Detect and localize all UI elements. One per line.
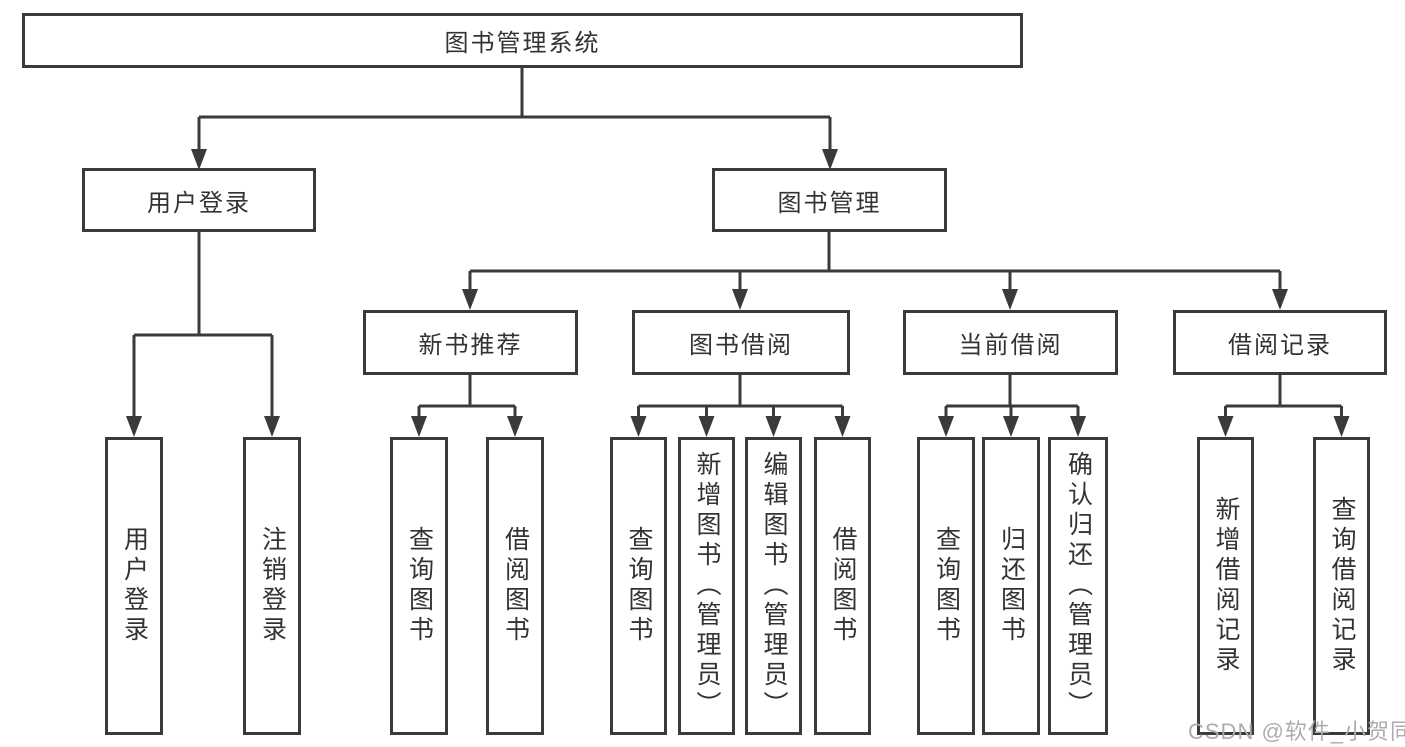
leaf-label: 用户登录 <box>120 526 149 646</box>
leaf-label: 查询图书 <box>932 526 961 646</box>
leaf-label: 新增借阅记录 <box>1212 496 1240 676</box>
leaf-node-user-login: 用户登录 <box>105 437 163 735</box>
branch-book-management-label: 图书管理 <box>777 189 882 217</box>
module-label: 借阅记录 <box>1228 332 1332 359</box>
leaf-label: 编辑图书（管理员） <box>760 451 788 721</box>
leaf-node-edit-books-admin: 编辑图书（管理员） <box>745 437 802 735</box>
csdn-watermark: CSDN @软件_小贺同学 <box>1188 719 1405 744</box>
root-node: 图书管理系统 <box>22 13 1023 68</box>
leaf-node-return-books: 归还图书 <box>982 437 1040 735</box>
leaf-node-logout: 注销登录 <box>243 437 301 735</box>
leaf-label: 归还图书 <box>997 526 1026 646</box>
leaf-label: 借阅图书 <box>501 526 530 646</box>
branch-user-login-label: 用户登录 <box>147 189 251 217</box>
leaf-node-query-books-1: 查询图书 <box>390 437 448 735</box>
leaf-node-borrow-books-2: 借阅图书 <box>814 437 871 735</box>
leaf-label: 借阅图书 <box>829 526 857 646</box>
branch-node-user-login: 用户登录 <box>82 168 316 232</box>
module-label: 图书借阅 <box>689 332 793 359</box>
leaf-node-add-borrow-record: 新增借阅记录 <box>1197 437 1254 735</box>
leaf-label: 查询图书 <box>625 526 653 646</box>
leaf-label: 新增图书（管理员） <box>693 451 721 721</box>
leaf-node-query-books-3: 查询图书 <box>917 437 975 735</box>
module-node-book-borrow: 图书借阅 <box>632 310 850 375</box>
module-label: 当前借阅 <box>958 332 1063 359</box>
leaf-node-add-books-admin: 新增图书（管理员） <box>678 437 735 735</box>
leaf-node-borrow-books-1: 借阅图书 <box>486 437 544 735</box>
module-label: 新书推荐 <box>418 332 523 359</box>
module-node-new-book-recommend: 新书推荐 <box>363 310 578 375</box>
leaf-node-confirm-return-admin: 确认归还（管理员） <box>1048 437 1108 735</box>
leaf-label: 注销登录 <box>258 526 287 646</box>
leaf-label: 确认归还（管理员） <box>1064 451 1093 721</box>
module-node-current-borrow: 当前借阅 <box>903 310 1118 375</box>
leaf-label: 查询图书 <box>405 526 434 646</box>
branch-node-book-management: 图书管理 <box>712 168 947 232</box>
module-node-borrow-record: 借阅记录 <box>1173 310 1387 375</box>
leaf-node-query-borrow-record: 查询借阅记录 <box>1313 437 1370 735</box>
root-label: 图书管理系统 <box>444 30 601 57</box>
leaf-label: 查询借阅记录 <box>1328 496 1356 676</box>
leaf-node-query-books-2: 查询图书 <box>610 437 667 735</box>
